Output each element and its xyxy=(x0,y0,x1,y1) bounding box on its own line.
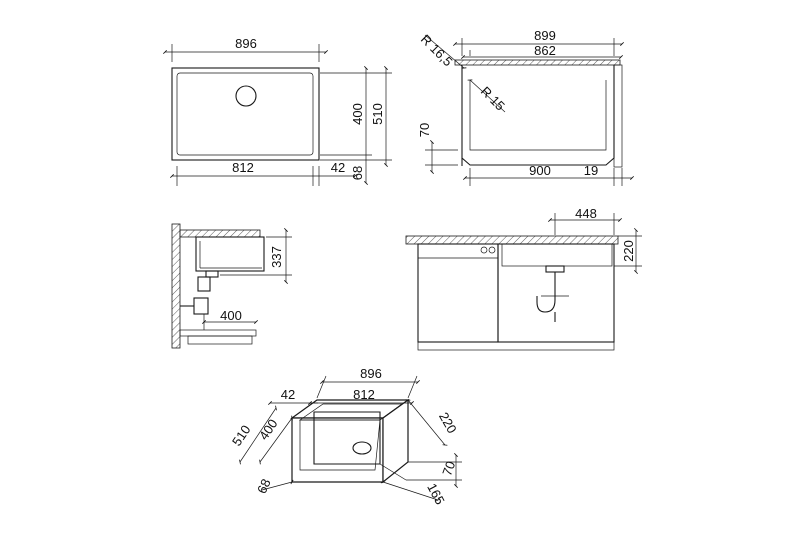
drain-hole xyxy=(235,85,257,107)
drain-outlet xyxy=(545,265,565,273)
dim-iso-width-outer: 896 xyxy=(360,366,382,381)
side-section: 337 400 xyxy=(171,223,292,349)
dim-sink-height: 220 xyxy=(621,240,636,262)
dim-radius-inner: R 15 xyxy=(478,84,508,114)
drain-fitting xyxy=(205,270,219,278)
iso-front-face xyxy=(291,417,384,483)
dim-iso-front-offset: 68 xyxy=(254,477,274,496)
dim-iso-height: 220 xyxy=(436,410,460,436)
dim-radius-outer: R 16,5 xyxy=(418,32,456,70)
trap-lower xyxy=(193,297,209,315)
wall xyxy=(171,223,181,349)
side-countertop xyxy=(179,229,261,238)
dim-apron-height: 70 xyxy=(417,123,432,137)
dim-cabinet-width: 900 xyxy=(529,163,551,178)
top-view: 896 812 42 400 510 68 xyxy=(163,36,392,186)
sink-bowl-side xyxy=(195,236,265,272)
cabinet-side xyxy=(613,64,623,168)
dim-iso-flange: 42 xyxy=(281,387,295,402)
dim-depth-outer: 510 xyxy=(370,103,385,125)
sink-outline-outer xyxy=(171,67,320,161)
cabinet-countertop xyxy=(405,235,619,245)
dim-depth-inner: 400 xyxy=(350,103,365,125)
cabinet-plinth-front xyxy=(417,341,615,351)
dim-width-outer: 896 xyxy=(235,36,257,51)
sink-outline-inner xyxy=(176,72,314,156)
dim-width-inner: 812 xyxy=(232,160,254,175)
dim-flange: 42 xyxy=(331,160,345,175)
dim-front-offset: 68 xyxy=(350,166,365,180)
iso-drain-hole xyxy=(352,441,372,455)
dim-iso-depth-outer: 510 xyxy=(229,422,254,448)
right-cabinet xyxy=(497,243,615,343)
left-cabinet xyxy=(417,243,499,343)
front-view: 899 862 R 16,5 R 15 70 900 19 xyxy=(417,28,634,186)
cabinet-plinth xyxy=(179,329,257,337)
countertop xyxy=(454,59,621,66)
dim-bowl-depth: 337 xyxy=(269,246,284,268)
dim-side-offset: 19 xyxy=(584,163,598,178)
dim-iso-apron-depth: 165 xyxy=(424,481,447,507)
dim-front-width-inner: 862 xyxy=(534,43,556,58)
iso-view: 896 812 42 510 400 68 220 70 165 xyxy=(229,366,462,507)
p-trap xyxy=(536,272,556,313)
cabinet-section: 448 220 xyxy=(405,206,642,351)
dim-iso-width-inner: 812 xyxy=(353,387,375,402)
trap-upper xyxy=(197,276,211,292)
sink-bowl-front xyxy=(501,243,613,267)
dim-drain-distance: 448 xyxy=(575,206,597,221)
dim-drain-offset: 400 xyxy=(220,308,242,323)
dim-front-width-outer: 899 xyxy=(534,28,556,43)
dim-iso-apron: 70 xyxy=(439,459,458,478)
